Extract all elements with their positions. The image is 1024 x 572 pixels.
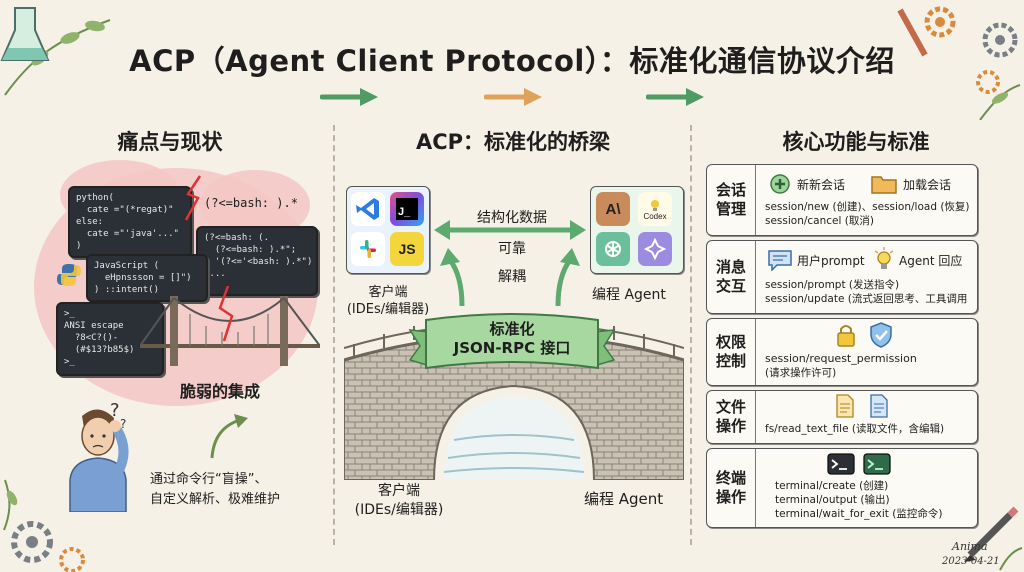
card-line: session/new (创建)、session/load (恢复) [765, 201, 970, 213]
gemini-icon [638, 232, 672, 266]
terminal-icon [827, 453, 855, 475]
corner-decor-top-left [0, 7, 111, 96]
card-message-interaction: 消息 交互 用户prompt Agent 回应 session/prompt (… [706, 240, 978, 314]
card-line: terminal/create (创建) [775, 480, 889, 492]
middle-heading: ACP：标准化的桥梁 [415, 130, 611, 154]
codex-label: Codex [643, 211, 667, 221]
code-regex-label: (?<=bash: ).* [204, 196, 298, 210]
broken-bridge-icon [140, 286, 320, 366]
bottom-client-label: 客户端 (IDEs/编辑器) [354, 483, 444, 518]
code-snippet-javascript: JavaScript ( eHpnssson = []") ) ::intent… [86, 254, 208, 302]
jetbrains-icon: J_ [390, 192, 424, 226]
card-category: 会话 管理 [707, 165, 756, 235]
code-snippet-python: python( cate ="(*regat)" else: cate ="'j… [68, 186, 192, 258]
python-logo-icon [57, 264, 81, 286]
plus-icon [770, 174, 790, 194]
pain-caption: 通过命令行“盲操”、 自定义解析、极难维护 [150, 472, 281, 507]
folder-icon [871, 176, 897, 194]
card-item-user-prompt: 用户prompt [797, 254, 865, 268]
document-icon [836, 394, 854, 418]
js-icon: JS [390, 232, 424, 266]
card-item-new-session: 新新会话 [797, 178, 846, 192]
banner-ribbon-icon [408, 313, 616, 370]
card-line: terminal/wait_for_exit (监控命令) [775, 508, 943, 520]
divider-right [690, 125, 692, 545]
divider-left [333, 125, 335, 545]
slack-icon [351, 232, 385, 266]
vscode-icon [351, 192, 385, 226]
card-line: session/request_permission [765, 352, 917, 365]
card-session-management: 会话 管理 新新会话 加载会话 session/new (创建)、session… [706, 164, 978, 236]
bridge-term-decoupled: 解耦 [498, 269, 526, 285]
card-category: 消息 交互 [707, 241, 756, 313]
curved-up-arrows-icon [440, 248, 580, 307]
terminal-green-icon [863, 453, 891, 475]
card-item-agent-response: Agent 回应 [899, 254, 963, 268]
card-permission-control: 权限 控制 session/request_permission (请求操作许可… [706, 318, 978, 386]
card-line: terminal/output (输出) [775, 494, 890, 506]
codex-icon: Codex [638, 192, 672, 226]
signature-date: 2023-04-21 [942, 556, 1000, 567]
card-line: session/update (流式返回思考、工具调用 [765, 293, 968, 305]
svg-text:?: ? [120, 417, 126, 431]
page-title: ACP（Agent Client Protocol）：标准化通信协议介绍 [129, 44, 895, 78]
corner-decor-top-right [897, 6, 1021, 120]
card-line: session/prompt (发送指令) [765, 279, 900, 291]
chat-bubble-icon [768, 250, 792, 271]
card-item-load-session: 加载会话 [903, 178, 952, 192]
agent-label: 编程 Agent [592, 287, 666, 303]
client-label: 客户端 (IDEs/编辑器) [346, 285, 430, 317]
card-category: 文件 操作 [707, 391, 756, 443]
card-terminal-operations: 终端 操作 terminal/create (创建) terminal/outp… [706, 448, 978, 528]
card-category: 终端 操作 [707, 449, 756, 527]
left-heading: 痛点与现状 [117, 130, 223, 154]
crack-icon [184, 175, 202, 221]
card-line: fs/read_text_file (读取文件，含编辑) [765, 423, 945, 435]
flow-arrow-3-icon [646, 88, 704, 106]
flow-arrow-1-icon [320, 88, 378, 106]
signature-name: Anima [952, 540, 988, 553]
openai-icon [596, 232, 630, 266]
bottom-agent-label: 编程 Agent [584, 490, 664, 508]
right-heading: 核心功能与标准 [782, 130, 930, 154]
flow-arrow-2-icon [484, 88, 542, 106]
bidirectional-arrow-icon [434, 220, 586, 240]
card-line: (请求操作许可) [765, 367, 837, 379]
corner-decor-bottom-right [964, 506, 1023, 571]
bridge-term-structured: 结构化数据 [477, 210, 547, 226]
svg-text:?: ? [110, 400, 120, 421]
curved-arrow-icon [210, 414, 248, 459]
card-category: 权限 控制 [707, 319, 756, 385]
lock-icon [837, 325, 855, 347]
bridge-term-reliable: 可靠 [498, 241, 526, 257]
jsonrpc-banner-label: 标准化 JSON-RPC 接口 [453, 320, 571, 357]
confused-person-icon: ? ? [69, 400, 129, 512]
fragile-integration-label: 脆弱的集成 [180, 382, 261, 401]
lightbulb-icon [874, 247, 894, 269]
shield-check-icon [870, 322, 892, 348]
card-file-operations: 文件 操作 fs/read_text_file (读取文件，含编辑) [706, 390, 978, 444]
anthropic-icon: A\ [596, 192, 630, 226]
code-snippet-bash: (?<=bash: (. (?<=bash: ).*"; '(?<='<bash… [196, 226, 318, 296]
corner-decor-bottom-left [3, 479, 85, 572]
card-line: session/cancel (取消) [765, 215, 874, 227]
file-text-icon [870, 394, 888, 418]
